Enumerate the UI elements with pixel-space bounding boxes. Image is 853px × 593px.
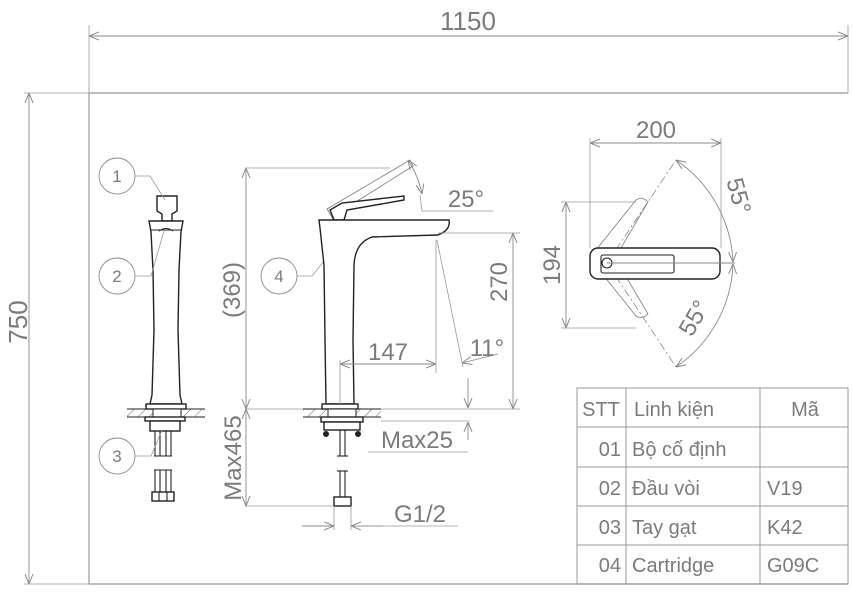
svg-text:55°: 55° — [721, 175, 756, 217]
spout-angle-dimension: 11° — [436, 239, 505, 408]
handle-angle-dimension: 25° — [408, 160, 493, 213]
svg-text:04: 04 — [599, 555, 621, 577]
side-view-assembled — [303, 159, 450, 507]
svg-text:Tay gạt: Tay gạt — [632, 517, 697, 539]
handle-rotated-up-ghost — [595, 198, 649, 259]
svg-text:25°: 25° — [448, 186, 484, 213]
svg-text:200: 200 — [636, 117, 676, 144]
callout-3: 1 — [98, 157, 166, 201]
table-row: 04 Cartridge G09C — [599, 555, 820, 577]
table-header-stt: STT — [582, 399, 620, 421]
parts-table: STT Linh kiện Mã 01 Bộ cố định 02 Đầu vò… — [576, 387, 849, 585]
svg-text:1: 1 — [112, 167, 121, 186]
table-header-code: Mã — [791, 399, 820, 421]
deck-thickness-dimension: Max25 — [368, 420, 470, 454]
svg-text:Cartridge: Cartridge — [632, 555, 714, 577]
top-view-depth-dimension: 194 — [539, 201, 636, 329]
svg-text:G09C: G09C — [767, 555, 819, 577]
drawing-frame — [88, 92, 848, 585]
svg-text:V19: V19 — [767, 478, 803, 500]
top-view-width-dimension: 200 — [589, 117, 722, 248]
overall-width-label: 1150 — [440, 6, 496, 36]
svg-text:03: 03 — [599, 517, 621, 539]
svg-text:(369): (369) — [219, 262, 246, 318]
spout-reach-dimension: 147 — [339, 240, 437, 404]
svg-text:147: 147 — [368, 339, 408, 366]
svg-text:270: 270 — [486, 262, 513, 302]
svg-text:11°: 11° — [470, 335, 505, 362]
side-view-exploded — [127, 195, 205, 502]
svg-text:01: 01 — [599, 439, 621, 461]
inlet-thread-dimension: G1/2 — [302, 501, 458, 530]
svg-text:Đầu vòi: Đầu vòi — [632, 478, 700, 500]
callout-1: 3 — [98, 429, 163, 475]
table-row: 03 Tay gạt K42 — [599, 517, 803, 539]
faucet-body — [318, 219, 450, 405]
callout-4: 4 — [260, 244, 338, 295]
table-header-part: Linh kiện — [634, 399, 714, 421]
callout-2: 2 — [98, 230, 165, 295]
table-row: 01 Bộ cố định — [599, 439, 727, 461]
svg-text:4: 4 — [274, 267, 283, 286]
overall-height-dimension: 750 — [3, 92, 89, 585]
svg-text:K42: K42 — [767, 517, 803, 539]
svg-text:Bộ cố định: Bộ cố định — [632, 439, 727, 461]
handle-raised-ghost — [326, 159, 414, 220]
svg-text:Max25: Max25 — [381, 427, 453, 454]
overall-height-label: 750 — [3, 300, 33, 343]
svg-text:02: 02 — [599, 478, 621, 500]
table-row: 02 Đầu vòi V19 — [599, 478, 803, 500]
top-view: 55° 55° — [589, 160, 756, 367]
svg-text:Max465: Max465 — [220, 415, 247, 500]
handle-part — [156, 195, 178, 222]
svg-text:194: 194 — [539, 245, 566, 285]
svg-text:2: 2 — [112, 267, 121, 286]
svg-text:3: 3 — [112, 447, 121, 466]
handle-top — [589, 247, 721, 280]
svg-text:G1/2: G1/2 — [394, 501, 446, 528]
max-below-deck-dimension: Max465 — [220, 408, 334, 507]
spout-height-dimension: 270 — [381, 232, 520, 410]
overall-width-dimension: 1150 — [88, 6, 849, 93]
handle — [329, 195, 405, 221]
spout-body-part — [148, 220, 184, 405]
body-height-dimension: (369) — [219, 167, 390, 409]
